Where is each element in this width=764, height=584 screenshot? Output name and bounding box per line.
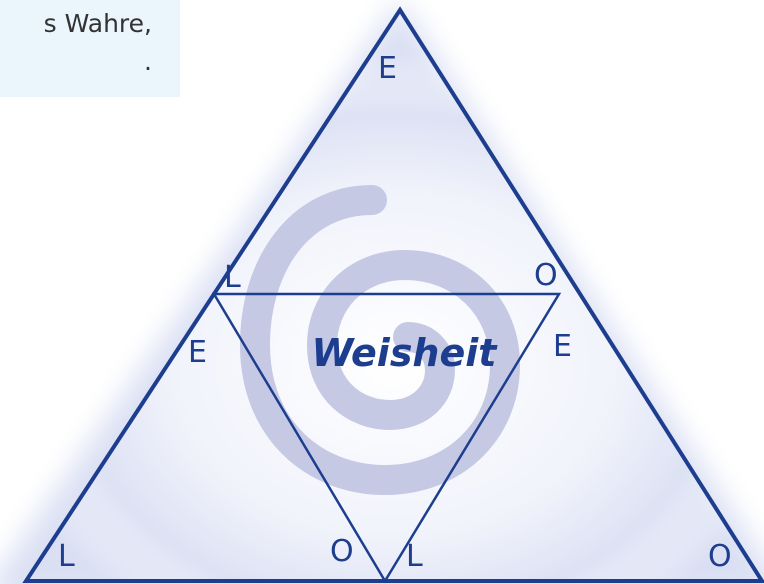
letter-bottom-mid-left: O bbox=[330, 534, 354, 569]
letter-inner-top-right: O bbox=[534, 258, 558, 293]
letter-inner-top-left: L bbox=[224, 260, 241, 295]
quote-line-1: s Wahre, bbox=[44, 6, 152, 42]
letter-left-side: E bbox=[188, 335, 207, 370]
letter-right-side: E bbox=[553, 329, 572, 364]
triangle-fill bbox=[28, 12, 760, 580]
quote-line-2: . bbox=[144, 44, 152, 80]
quote-box: s Wahre, . bbox=[0, 0, 180, 97]
letter-top-vertex: E bbox=[378, 51, 397, 86]
letter-right-bottom-vertex: O bbox=[708, 539, 732, 574]
letter-bottom-mid-right: L bbox=[406, 539, 423, 574]
letter-left-bottom-vertex: L bbox=[58, 539, 75, 574]
center-label: Weisheit bbox=[312, 331, 499, 375]
